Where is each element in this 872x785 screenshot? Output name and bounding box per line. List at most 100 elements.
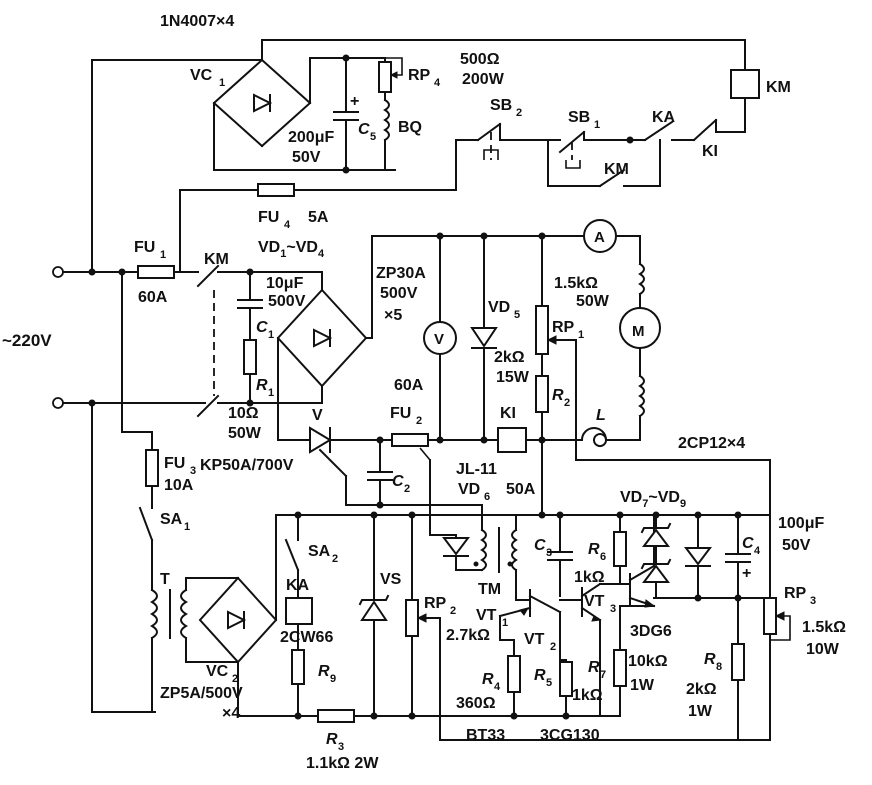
r7-resistor	[613, 649, 627, 687]
label-r6: R	[588, 541, 600, 558]
label-vt3-sub: 3	[610, 603, 616, 615]
label-c4: C	[742, 535, 754, 552]
label-bq: BQ	[398, 119, 422, 136]
r6-resistor	[613, 531, 627, 567]
c5-capacitor	[333, 111, 359, 121]
label-c5-plus: +	[350, 93, 359, 110]
label-vc2-sub: 2	[232, 673, 238, 685]
label-c4-plus: +	[742, 565, 751, 582]
label-r3-sub: 3	[338, 741, 344, 753]
label-c4-value: 100μF	[778, 515, 824, 532]
sa2-switch[interactable]	[284, 538, 300, 572]
label-zp30: ZP30A	[376, 265, 426, 282]
label-rp4-r: 500Ω	[460, 51, 500, 68]
label-r5: R	[534, 667, 546, 684]
label-2cp12: 2CP12×4	[678, 435, 745, 452]
label-rp3-r: 1.5kΩ	[802, 619, 846, 636]
label-vt1-sub: 1	[502, 617, 508, 629]
ac-input-terminals	[52, 266, 206, 409]
label-c5-sub: 5	[370, 131, 376, 143]
label-r1-power: 50W	[228, 425, 262, 442]
label-vt2: VT	[524, 631, 545, 648]
label-r2-sub: 2	[564, 397, 570, 409]
label-rp4-p: 200W	[462, 71, 505, 88]
rp1-potentiometer	[535, 305, 549, 355]
r2-resistor	[535, 375, 549, 413]
label-vd6: VD	[458, 481, 480, 498]
label-sb1: SB	[568, 109, 590, 126]
label-rp2: RP	[424, 595, 447, 612]
label-vs: VS	[380, 571, 402, 588]
label-c3-sub: 3	[546, 547, 552, 559]
label-sa2: SA	[308, 543, 331, 560]
label-fu1-sub: 1	[160, 249, 166, 261]
label-r2: R	[552, 387, 564, 404]
label-r8-value: 2kΩ	[686, 681, 717, 698]
label-km-coil: KM	[766, 79, 791, 96]
label-ammeter: A	[594, 229, 605, 246]
ki-coil	[497, 427, 527, 453]
label-zp5: ZP5A/500V	[160, 685, 243, 702]
sb2-button[interactable]	[476, 122, 549, 160]
label-c5-voltage: 50V	[292, 149, 321, 166]
rp2-potentiometer	[405, 599, 419, 637]
vd6-diode	[442, 537, 470, 557]
label-vd5: VD	[488, 299, 510, 316]
label-rp3: RP	[784, 585, 807, 602]
label-rp4-sub: 4	[434, 77, 441, 89]
label-ac-input: ~220V	[2, 331, 52, 350]
label-zp5-count: ×4	[222, 705, 240, 722]
r9-resistor	[291, 649, 305, 685]
label-vd5-p: 15W	[496, 369, 530, 386]
label-rp1-r: 1.5kΩ	[554, 275, 598, 292]
ka-contact	[629, 120, 695, 142]
label-vt1: VT	[476, 607, 497, 624]
label-3dg6: 3DG6	[630, 623, 672, 640]
label-c1: C	[256, 319, 268, 336]
label-vd5-sub: 5	[514, 309, 520, 321]
r8-resistor	[731, 643, 745, 681]
ki-contact	[692, 118, 721, 142]
rp4-potentiometer	[378, 61, 392, 93]
label-fu2: FU	[390, 405, 411, 422]
fu4-fuse	[257, 183, 295, 197]
label-r9-sub: 9	[330, 673, 336, 685]
label-3cg130: 3CG130	[540, 727, 600, 744]
label-sb2: SB	[490, 97, 512, 114]
label-fu4-sub: 4	[284, 219, 291, 231]
label-vt3: VT	[584, 593, 605, 610]
label-jl11: JL-11	[456, 461, 497, 478]
sb1-button[interactable]	[558, 130, 631, 169]
label-fu1-value: 60A	[138, 289, 168, 306]
label-r7-sub: 7	[600, 669, 606, 681]
km-coil	[730, 69, 760, 99]
vt3-transistor	[619, 564, 656, 608]
transformer-t-secondary	[180, 588, 188, 640]
label-r4: R	[482, 671, 494, 688]
sa1-switch[interactable]	[138, 506, 154, 542]
vt2-transistor	[559, 582, 602, 622]
label-vd5-r: 2kΩ	[494, 349, 525, 366]
label-vd6-sub: 6	[484, 491, 490, 503]
label-sa1: SA	[160, 511, 183, 528]
label-fu1: FU	[134, 239, 155, 256]
label-vd1-vd4: VD1~VD4	[258, 239, 325, 260]
label-zp30-count: ×5	[384, 307, 402, 324]
label-r1-sub: 1	[268, 387, 274, 399]
tm-winding-1	[480, 528, 487, 572]
field-winding-top	[638, 262, 645, 296]
label-jl-current: 50A	[506, 481, 536, 498]
label-c3: C	[534, 537, 546, 554]
label-r7-power: 1W	[630, 677, 655, 694]
fu3-fuse	[145, 449, 159, 487]
label-c2-sub: 2	[404, 483, 410, 495]
label-rp1-sub: 1	[578, 329, 584, 341]
label-vt2-sub: 2	[550, 641, 556, 653]
label-motor: M	[632, 323, 645, 340]
label-zp30-voltage: 500V	[380, 285, 418, 302]
label-l: L	[596, 407, 606, 424]
label-2cw66: 2CW66	[280, 629, 333, 646]
label-sa1-sub: 1	[184, 521, 190, 533]
label-r8-sub: 8	[716, 661, 722, 673]
